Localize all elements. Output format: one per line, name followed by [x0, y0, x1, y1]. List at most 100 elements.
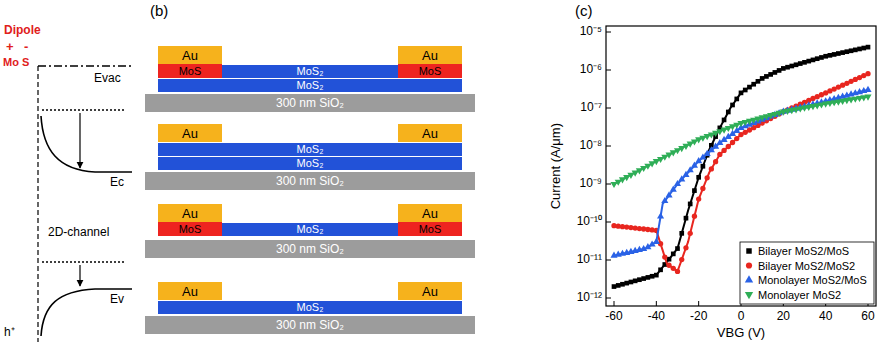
legend-text: Bilayer MoS2/MoS2: [758, 259, 855, 273]
data-marker: [675, 246, 680, 251]
band-label: Ec: [110, 176, 124, 189]
y-ticks: [606, 32, 611, 298]
plot-frame: [606, 26, 876, 306]
data-marker: [616, 283, 621, 288]
data-marker: [679, 257, 684, 262]
mos2-layer: MoS₂: [158, 142, 462, 156]
tick-label: 10⁻⁷: [580, 101, 602, 114]
data-marker: [649, 161, 656, 167]
data-marker: [612, 284, 617, 289]
data-marker: [789, 64, 794, 69]
data-markers: [610, 95, 871, 189]
legend-text: Monolayer MoS2/MoS: [758, 273, 867, 287]
axis-title: VBG (V): [717, 326, 765, 340]
au-layer: Au: [158, 124, 222, 142]
layer-label: MoS₂: [297, 79, 324, 92]
data-marker: [726, 144, 731, 149]
data-marker: [696, 196, 701, 201]
data-marker: [794, 62, 799, 67]
data-marker: [670, 186, 677, 192]
data-marker: [692, 214, 697, 219]
shift-arrow: [79, 265, 80, 286]
band-label: Mo S: [3, 56, 29, 68]
layer-label: Au: [422, 47, 438, 64]
data-marker: [811, 58, 816, 63]
mos-layer: MoS: [158, 64, 222, 78]
data-marker: [700, 186, 705, 191]
tick-label: 0: [738, 310, 745, 323]
data-marker: [619, 177, 626, 183]
data-marker: [620, 282, 625, 287]
layer-label: MoS₂: [297, 301, 324, 314]
data-marker: [636, 168, 643, 174]
band-label: h⁺: [4, 326, 15, 339]
data-marker: [713, 159, 718, 164]
data-marker: [823, 54, 828, 59]
data-marker: [743, 88, 748, 93]
data-marker: [806, 59, 811, 64]
tick-label: 20: [777, 310, 790, 323]
au-layer: Au: [398, 204, 462, 222]
data-marker: [756, 79, 761, 84]
layer-label: MoS₂: [297, 65, 324, 78]
data-marker: [684, 216, 689, 221]
layer-label: MoS₂: [297, 223, 324, 236]
layer-label: Au: [182, 47, 198, 64]
data-marker: [615, 180, 622, 186]
data-marker: [633, 278, 638, 283]
data-marker: [857, 47, 862, 52]
layer-label: Au: [422, 283, 438, 300]
data-marker: [632, 171, 639, 177]
data-marker: [641, 276, 646, 281]
sio2-layer: 300 nm SiO₂: [145, 172, 475, 190]
tick-label: -60: [605, 310, 622, 323]
layer-label: 300 nm SiO₂: [276, 173, 344, 190]
band-label: Dipole: [4, 24, 41, 37]
data-marker: [739, 91, 744, 96]
data-marker: [864, 86, 871, 92]
data-marker: [866, 45, 871, 50]
data-marker: [734, 136, 739, 141]
vacuum-level: [38, 65, 132, 66]
tick-label: 10⁻¹²: [577, 291, 602, 304]
panel-letter: (b): [150, 3, 168, 20]
data-marker: [640, 166, 647, 172]
data-curve: [614, 90, 868, 256]
layer-label: Au: [182, 283, 198, 300]
mos2-layer: MoS₂: [158, 300, 462, 314]
data-marker: [777, 68, 782, 73]
data-marker: [832, 52, 837, 57]
legend-text: Bilayer MoS2/MoS: [758, 244, 849, 258]
layer-label: Au: [182, 205, 198, 222]
data-marker: [781, 66, 786, 71]
data-marker: [675, 269, 680, 274]
data-marker: [662, 254, 667, 259]
data-marker: [654, 273, 659, 278]
legend-text: Monolayer MoS2: [758, 288, 841, 302]
data-marker: [764, 74, 769, 79]
legend-markers: [745, 248, 753, 299]
data-marker: [658, 267, 663, 272]
data-marker: [701, 164, 706, 169]
dotted-level: [42, 109, 126, 111]
dotted-level: [42, 261, 126, 263]
data-marker: [730, 140, 735, 145]
data-marker: [671, 252, 676, 257]
data-marker: [665, 191, 672, 197]
data-marker: [751, 82, 756, 87]
band-label: Evac: [94, 72, 121, 85]
data-marker: [865, 71, 870, 76]
data-marker: [637, 277, 642, 282]
mos-layer: MoS: [158, 222, 222, 236]
legend-box: [740, 242, 874, 304]
data-marker: [722, 118, 727, 123]
tick-label: 10⁻⁸: [580, 139, 602, 152]
data-marker: [717, 152, 722, 157]
data-marker: [666, 263, 671, 268]
data-marker: [836, 51, 841, 56]
data-marker: [861, 46, 866, 51]
data-marker: [610, 182, 617, 188]
tick-label: 10⁻⁵: [580, 25, 602, 38]
legend-marker: [745, 292, 753, 299]
sio2-layer: 300 nm SiO₂: [145, 240, 475, 258]
